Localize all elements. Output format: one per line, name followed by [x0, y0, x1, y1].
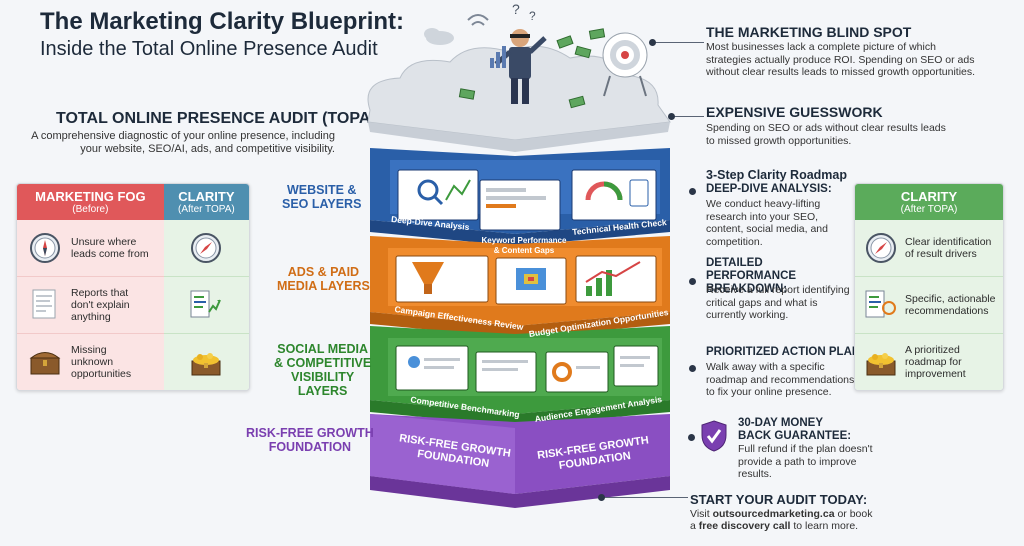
shield-check-icon	[700, 419, 728, 458]
website-link[interactable]: outsourcedmarketing.ca	[712, 508, 835, 520]
clarity-title: CLARITY	[178, 188, 235, 204]
svg-text:?: ?	[512, 1, 520, 17]
mini-chart-icon	[490, 46, 506, 68]
keyword-caption: Keyword Performance & Content Gaps	[481, 236, 567, 255]
audit-tower-illustration: ? ?	[367, 1, 671, 508]
compass-icon	[863, 230, 899, 266]
fog-header: MARKETING FOG (Before)	[17, 184, 164, 220]
cloud-icon	[424, 28, 454, 45]
clarity-header: CLARITY (After TOPA)	[163, 184, 249, 220]
layer-label-website: WEBSITE &SEO LAYERS	[282, 183, 362, 211]
comparison-row: Missing unknown opportunities	[17, 334, 249, 390]
leader-line	[672, 116, 704, 117]
cta-heading: START YOUR AUDIT TODAY:	[690, 492, 868, 507]
report-chart-icon	[188, 287, 224, 323]
leader-line	[602, 497, 688, 498]
target-icon	[602, 32, 648, 97]
clarity-card: CLARITY (After TOPA) Clear identificatio…	[854, 183, 1004, 391]
page-title: The Marketing Clarity Blueprint:	[40, 8, 405, 35]
money-bills-icon	[458, 28, 606, 109]
connector-dot	[668, 113, 675, 120]
fog-vs-clarity-card: MARKETING FOG (Before) CLARITY (After TO…	[16, 183, 250, 391]
clarity-row-text: Clear identification of result drivers	[905, 236, 992, 260]
comparison-row: Reports that don't explain anything	[17, 277, 249, 334]
roadmap-step-text: Walk away with a specific roadmap and re…	[706, 361, 855, 398]
fog-row-text: Missing unknown opportunities	[71, 344, 132, 380]
risk-free-foundation-layer	[370, 414, 670, 508]
page-subtitle: Inside the Total Online Presence Audit	[40, 38, 378, 60]
campaign-panel	[395, 255, 489, 303]
clarity-card-subtitle: (After TOPA)	[900, 203, 958, 215]
roadmap-step-title: PRIORITIZED ACTION PLAN:	[706, 346, 865, 358]
compass-icon	[27, 230, 63, 266]
connector-dot	[598, 494, 605, 501]
topa-description: A comprehensive diagnostic of your onlin…	[31, 130, 335, 155]
clarity-row-text: A prioritized roadmap for improvement	[905, 344, 966, 380]
roadmap-step-text: Receive a full report identifying critic…	[706, 284, 850, 321]
blurry-report-icon	[27, 287, 63, 323]
roadmap-step-title: DEEP-DIVE ANALYSIS:	[706, 183, 832, 195]
competitive-panel	[395, 345, 537, 393]
deep-dive-panel	[397, 169, 479, 221]
leader-line	[652, 42, 704, 43]
cta-line-1: Visit outsourcedmarketing.ca or book	[690, 508, 873, 520]
wifi-icon	[467, 14, 489, 26]
fog-cloud	[367, 45, 671, 152]
blind-spot-heading: THE MARKETING BLIND SPOT	[706, 24, 912, 40]
clarity-row: A prioritized roadmap for improvement	[855, 334, 1003, 390]
clarity-subtitle: (After TOPA)	[178, 203, 235, 215]
clarity-row: Specific, actionable recommendations	[855, 277, 1003, 334]
keyword-panel	[479, 179, 561, 231]
connector-dot	[689, 188, 696, 195]
clarity-card-title: CLARITY	[900, 188, 958, 204]
clarity-card-header: CLARITY (After TOPA)	[855, 184, 1003, 220]
connector-dot	[649, 39, 656, 46]
report-chart-icon	[863, 287, 899, 323]
guarantee-text: Full refund if the plan doesn't provide …	[738, 443, 873, 480]
connector-dot	[689, 365, 696, 372]
clarity-row: Clear identification of result drivers	[855, 220, 1003, 277]
roadmap-step-text: We conduct heavy-lifting research into y…	[706, 198, 828, 248]
gold-chest-icon	[863, 344, 899, 380]
guesswork-text: Spending on SEO or ads without clear res…	[706, 122, 946, 147]
fog-row-text: Unsure where leads come from	[71, 236, 149, 260]
connector-dot	[688, 434, 695, 441]
technical-health-panel	[571, 169, 657, 221]
fog-subtitle: (Before)	[72, 203, 109, 215]
roadmap-heading: 3-Step Clarity Roadmap	[706, 168, 848, 182]
cta-line-2: a free discovery call to learn more.	[690, 520, 859, 532]
svg-text:?: ?	[529, 9, 536, 23]
blind-spot-text: Most businesses lack a complete picture …	[706, 41, 976, 78]
roadmap-step-title: DETAILED PERFORMANCE BREAKDOWN:	[706, 257, 797, 295]
compass-icon	[188, 230, 224, 266]
fog-title: MARKETING FOG	[35, 188, 146, 204]
closed-chest-icon	[27, 344, 63, 380]
fog-row-text: Reports that don't explain anything	[71, 287, 130, 323]
gold-chest-icon	[188, 344, 224, 380]
clarity-row-text: Specific, actionable recommendations	[905, 293, 996, 317]
connector-dot	[689, 278, 696, 285]
topa-heading: TOTAL ONLINE PRESENCE AUDIT (TOPA)	[56, 110, 376, 127]
guarantee-title: 30-DAY MONEY BACK GUARANTEE:	[738, 417, 852, 442]
guesswork-heading: EXPENSIVE GUESSWORK	[706, 104, 883, 120]
comparison-row: Unsure where leads come from	[17, 220, 249, 277]
budget-panel	[495, 255, 657, 305]
audience-panel	[545, 345, 659, 393]
discovery-call-link[interactable]: free discovery call	[698, 520, 791, 532]
